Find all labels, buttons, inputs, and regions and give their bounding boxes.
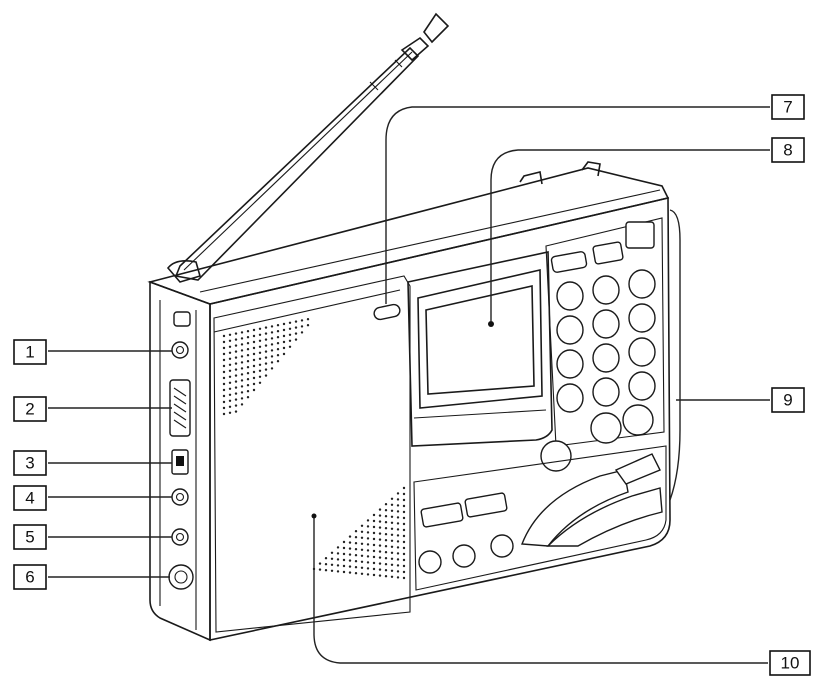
- telescopic-antenna: [166, 12, 450, 283]
- number-key-5[interactable]: [592, 309, 620, 339]
- small-button-1[interactable]: [418, 550, 442, 574]
- lower-control-panel: [413, 445, 667, 591]
- tuning-keys[interactable]: [540, 404, 654, 472]
- callout-label-6: 6: [25, 568, 34, 587]
- number-key-6[interactable]: [628, 303, 656, 333]
- callout-label-10: 10: [781, 654, 800, 673]
- side-jack-5[interactable]: [171, 528, 189, 546]
- power-button[interactable]: [625, 221, 655, 249]
- radio-body: [147, 161, 671, 642]
- callout-5: 5: [13, 524, 47, 550]
- callout-label-1: 1: [25, 343, 34, 362]
- memory-button[interactable]: [540, 440, 572, 472]
- antenna-base: [173, 311, 191, 327]
- speaker-grille: [222, 318, 406, 580]
- callout-label-9: 9: [783, 391, 792, 410]
- side-switch-knob: [176, 456, 184, 466]
- keypad-panel: [545, 217, 665, 447]
- callout-7: 7: [771, 94, 805, 120]
- callout-label-4: 4: [25, 489, 34, 508]
- side-controls: [168, 311, 194, 590]
- number-key-2[interactable]: [592, 275, 620, 305]
- function-button[interactable]: [592, 241, 624, 265]
- number-key-8[interactable]: [592, 343, 620, 373]
- number-key-4[interactable]: [556, 315, 584, 345]
- callout-10: 10: [769, 650, 811, 676]
- display-pointer-dot: [488, 321, 494, 327]
- side-jack-1[interactable]: [171, 341, 189, 359]
- callout-2: 2: [13, 396, 47, 422]
- callout-1: 1: [13, 339, 47, 365]
- callout-label-7: 7: [783, 98, 792, 117]
- callout-9: 9: [771, 387, 805, 413]
- tune-down-button[interactable]: [590, 412, 622, 444]
- side-jack-4[interactable]: [171, 488, 189, 506]
- callout-label-2: 2: [25, 400, 34, 419]
- number-keys[interactable]: [556, 269, 656, 413]
- callout-3: 3: [13, 450, 47, 476]
- callout-label-5: 5: [25, 528, 34, 547]
- callout-6: 6: [13, 564, 47, 590]
- number-key-10[interactable]: [556, 383, 584, 413]
- hold-switch[interactable]: [550, 251, 588, 273]
- number-key-1[interactable]: [556, 281, 584, 311]
- number-key-12[interactable]: [628, 371, 656, 401]
- lcd-display: [407, 251, 553, 447]
- station-key-lower[interactable]: [546, 487, 663, 547]
- speaker-panel: [213, 275, 411, 633]
- band-button-left[interactable]: [420, 502, 464, 528]
- small-button-3[interactable]: [490, 534, 514, 558]
- light-indicator: [373, 303, 401, 321]
- callout-8: 8: [771, 137, 805, 163]
- number-key-9[interactable]: [628, 337, 656, 367]
- number-key-3[interactable]: [628, 269, 656, 299]
- tune-up-button[interactable]: [622, 404, 654, 436]
- callout-label-3: 3: [25, 454, 34, 473]
- callout-label-8: 8: [783, 141, 792, 160]
- side-jack-6[interactable]: [168, 564, 194, 590]
- number-key-7[interactable]: [556, 349, 584, 379]
- band-button-right[interactable]: [464, 492, 508, 518]
- station-key-top[interactable]: [614, 453, 661, 485]
- small-button-2[interactable]: [452, 544, 476, 568]
- leader-lines: [48, 106, 770, 664]
- number-key-11[interactable]: [592, 377, 620, 407]
- callout-4: 4: [13, 485, 47, 511]
